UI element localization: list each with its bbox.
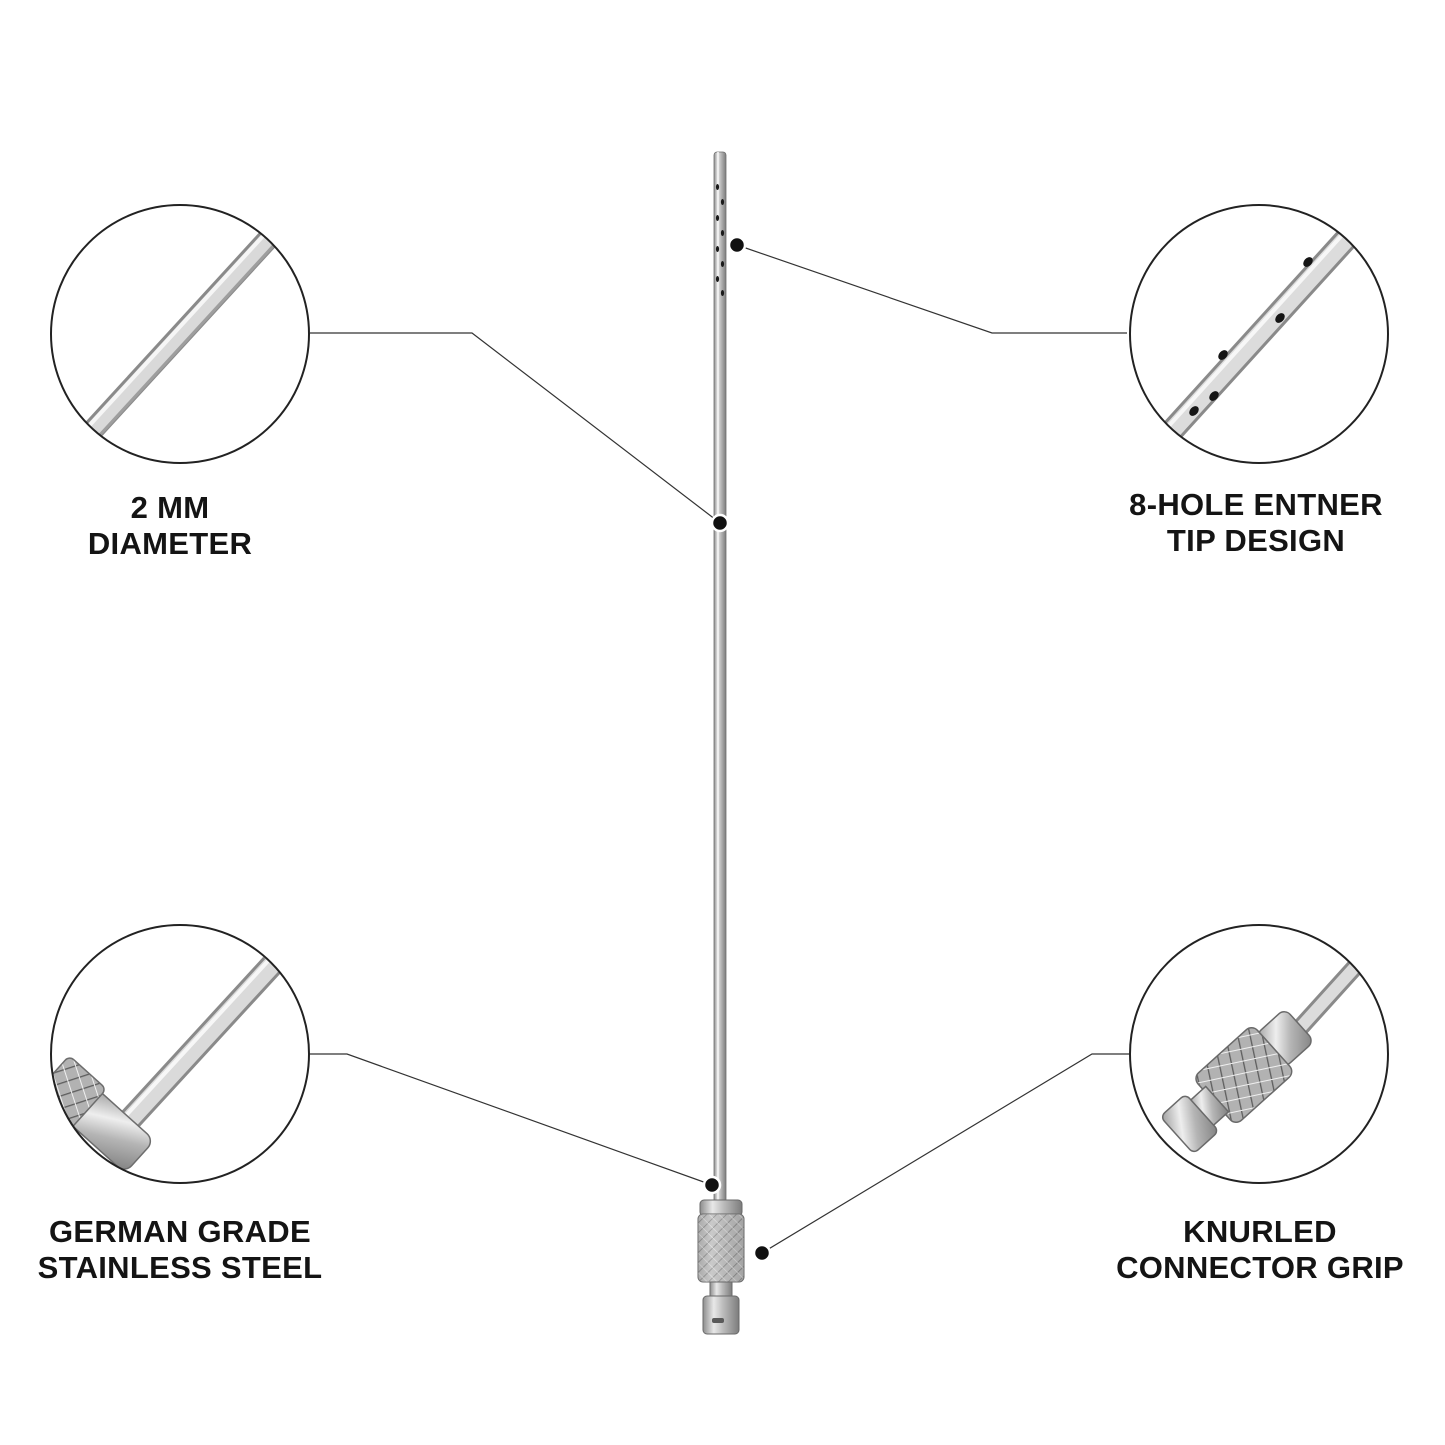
cannula-shaft [713, 151, 727, 1215]
label-material: GERMAN GRADE STAINLESS STEEL [30, 1214, 330, 1286]
label-tip-line1: 8-HOLE ENTNER [1129, 487, 1383, 522]
leader-line-material [310, 1053, 713, 1186]
label-tip-line2: TIP DESIGN [1166, 523, 1346, 558]
zoom-circle-tip [1129, 204, 1389, 464]
cannula-product [697, 151, 745, 1335]
leader-line-grip [761, 1053, 1129, 1254]
callout-dots [702, 235, 772, 1263]
label-grip-line2: CONNECTOR GRIP [1116, 1250, 1404, 1285]
label-diameter-line1: 2 MM [130, 490, 210, 525]
callout-dot-diameter [710, 513, 730, 533]
leader-lines [310, 244, 1129, 1254]
zoom-circle-diameter [50, 204, 310, 464]
zoom-circle-grip [1129, 924, 1389, 1184]
label-grip: KNURLED CONNECTOR GRIP [1095, 1214, 1425, 1286]
label-tip: 8-HOLE ENTNER TIP DESIGN [1106, 487, 1406, 559]
label-diameter-line2: DIAMETER [87, 526, 253, 561]
tip-holes [715, 184, 725, 296]
connector-end [702, 1295, 740, 1335]
callout-dot-material [702, 1175, 722, 1195]
leader-line-tip [736, 244, 1127, 334]
label-grip-line1: KNURLED [1183, 1214, 1337, 1249]
zoom-tip-holes [1189, 257, 1313, 416]
callout-dot-tip [727, 235, 747, 255]
label-material-line2: STAINLESS STEEL [37, 1250, 323, 1285]
leader-line-diameter [310, 332, 721, 524]
label-material-line1: GERMAN GRADE [49, 1214, 311, 1249]
zoom-circle-material [50, 924, 310, 1184]
callout-dot-grip [752, 1243, 772, 1263]
label-diameter: 2 MM DIAMETER [60, 490, 280, 562]
